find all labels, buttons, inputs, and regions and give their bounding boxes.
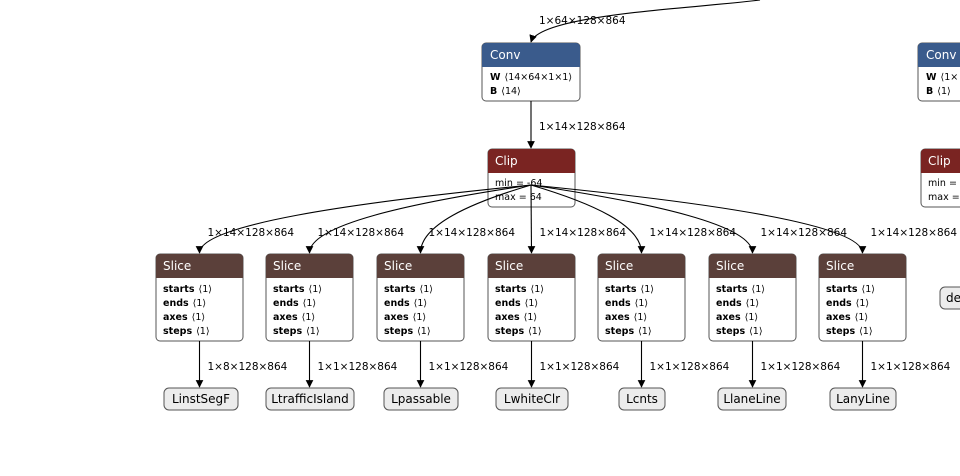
slice-attr-starts: starts⟨1⟩	[384, 284, 433, 295]
output-label: LanyLine	[836, 392, 890, 406]
slice-attr-starts: starts⟨1⟩	[826, 284, 875, 295]
output-node[interactable]: Lcnts	[618, 387, 666, 411]
edge-clip-to-slice	[195, 184, 532, 254]
edge-label-clip-slice: 1×14×128×864	[540, 227, 627, 239]
slice-attr-ends: ends⟨1⟩	[384, 298, 427, 309]
edge-label-input-conv: 1×64×128×864	[539, 15, 626, 27]
edge-label-clip-slice: 1×14×128×864	[318, 227, 405, 239]
conv-title: Conv	[490, 48, 520, 62]
slice-attr-axes: axes⟨1⟩	[273, 312, 315, 323]
slice-node[interactable]: Slice starts⟨1⟩ ends⟨1⟩ axes⟨1⟩ steps⟨1⟩	[155, 253, 244, 342]
slice-attr-axes: axes⟨1⟩	[716, 312, 758, 323]
output-node[interactable]: LwhiteClr	[495, 387, 569, 411]
edge-label-conv-clip: 1×14×128×864	[539, 121, 626, 133]
slice-title: Slice	[384, 259, 412, 273]
edge-clip-to-slice	[530, 184, 867, 254]
slice-attr-axes: axes⟨1⟩	[826, 312, 868, 323]
slice-attr-ends: ends⟨1⟩	[605, 298, 648, 309]
slice-title: Slice	[826, 259, 854, 273]
slice-attr-ends: ends⟨1⟩	[826, 298, 869, 309]
slice-attr-steps: steps⟨1⟩	[826, 326, 873, 337]
slice-title: Slice	[605, 259, 633, 273]
edge-label-slice-output: 1×1×128×864	[429, 361, 509, 373]
slice-node[interactable]: Slice starts⟨1⟩ ends⟨1⟩ axes⟨1⟩ steps⟨1⟩	[376, 253, 465, 342]
edge-label-slice-output: 1×1×128×864	[540, 361, 620, 373]
slice-attr-ends: ends⟨1⟩	[495, 298, 538, 309]
edge-clip-to-slice	[527, 184, 536, 254]
slice-attr-steps: steps⟨1⟩	[273, 326, 320, 337]
edge-label-slice-output: 1×1×128×864	[761, 361, 841, 373]
edge-clip-to-slice	[305, 184, 532, 254]
output-label: Lpassable	[391, 392, 451, 406]
right-partial-clip-node[interactable]: Clip min = 0 max = 2	[920, 148, 960, 208]
clip-title: Clip	[495, 154, 518, 168]
slice-attr-axes: axes⟨1⟩	[495, 312, 537, 323]
output-node[interactable]: LtrafficIsland	[265, 387, 355, 411]
right-conv-title: Conv	[926, 48, 956, 62]
edge-label-clip-slice: 1×14×128×864	[871, 227, 958, 239]
right-clip-attr-min: min = 0	[928, 178, 960, 189]
edge-clip-to-slice	[530, 184, 757, 254]
output-node[interactable]: LanyLine	[829, 387, 897, 411]
slice-attr-ends: ends⟨1⟩	[716, 298, 759, 309]
edge-label-slice-output: 1×1×128×864	[650, 361, 730, 373]
edge-label-clip-slice: 1×14×128×864	[208, 227, 295, 239]
slice-attr-ends: ends⟨1⟩	[163, 298, 206, 309]
right-partial-output-node[interactable]: de	[939, 286, 960, 310]
slice-title: Slice	[716, 259, 744, 273]
slice-attr-starts: starts⟨1⟩	[495, 284, 544, 295]
slice-attr-steps: steps⟨1⟩	[605, 326, 652, 337]
conv-node[interactable]: Conv W⟨14×64×1×1⟩ B⟨14⟩	[481, 42, 581, 102]
slice-attr-ends: ends⟨1⟩	[273, 298, 316, 309]
right-clip-title: Clip	[928, 154, 951, 168]
clip-node[interactable]: Clip min = -64 max = 64	[487, 148, 576, 208]
conv-attr-w: W⟨14×64×1×1⟩	[490, 72, 572, 83]
slice-title: Slice	[273, 259, 301, 273]
edge-clip-to-slice	[530, 184, 646, 254]
edge-label-clip-slice: 1×14×128×864	[650, 227, 737, 239]
slice-attr-starts: starts⟨1⟩	[273, 284, 322, 295]
edge-label-slice-output: 1×1×128×864	[318, 361, 398, 373]
edge-label-slice-output: 1×8×128×864	[208, 361, 288, 373]
output-label: LtrafficIsland	[271, 392, 349, 406]
slice-attr-starts: starts⟨1⟩	[163, 284, 212, 295]
slice-attr-axes: axes⟨1⟩	[605, 312, 647, 323]
right-clip-attr-max: max = 2	[928, 192, 960, 203]
slice-attr-steps: steps⟨1⟩	[716, 326, 763, 337]
slice-node[interactable]: Slice starts⟨1⟩ ends⟨1⟩ axes⟨1⟩ steps⟨1⟩	[487, 253, 576, 342]
edge-label-clip-slice: 1×14×128×864	[429, 227, 516, 239]
edge-input-to-conv	[529, 0, 761, 43]
slice-title: Slice	[163, 259, 191, 273]
output-label: Lcnts	[626, 392, 658, 406]
output-label: LinstSegF	[172, 392, 230, 406]
right-partial-conv-node[interactable]: Conv W⟨1× B⟨1⟩	[917, 42, 960, 102]
output-label: LwhiteClr	[504, 392, 560, 406]
slice-attr-axes: axes⟨1⟩	[384, 312, 426, 323]
slice-node[interactable]: Slice starts⟨1⟩ ends⟨1⟩ axes⟨1⟩ steps⟨1⟩	[818, 253, 907, 342]
slice-node[interactable]: Slice starts⟨1⟩ ends⟨1⟩ axes⟨1⟩ steps⟨1⟩	[265, 253, 354, 342]
output-node[interactable]: Lpassable	[383, 387, 459, 411]
right-conv-attr-b: B⟨1⟩	[926, 86, 951, 97]
clip-attr-min: min = -64	[495, 178, 542, 189]
clip-attr-max: max = 64	[495, 192, 542, 203]
output-node[interactable]: LinstSegF	[163, 387, 239, 411]
slice-node[interactable]: Slice starts⟨1⟩ ends⟨1⟩ axes⟨1⟩ steps⟨1⟩	[597, 253, 686, 342]
slice-attr-steps: steps⟨1⟩	[495, 326, 542, 337]
slice-attr-starts: starts⟨1⟩	[605, 284, 654, 295]
slice-title: Slice	[495, 259, 523, 273]
slice-attr-steps: steps⟨1⟩	[163, 326, 210, 337]
slice-node[interactable]: Slice starts⟨1⟩ ends⟨1⟩ axes⟨1⟩ steps⟨1⟩	[708, 253, 797, 342]
edge-label-slice-output: 1×1×128×864	[871, 361, 951, 373]
output-node[interactable]: LlaneLine	[717, 387, 787, 411]
slice-attr-steps: steps⟨1⟩	[384, 326, 431, 337]
right-conv-attr-w: W⟨1×	[926, 72, 958, 83]
slice-attr-axes: axes⟨1⟩	[163, 312, 205, 323]
right-output-label: de	[946, 291, 960, 305]
conv-attr-b: B⟨14⟩	[490, 86, 521, 97]
slice-attr-starts: starts⟨1⟩	[716, 284, 765, 295]
edge-clip-to-slice	[416, 184, 532, 254]
output-label: LlaneLine	[723, 392, 780, 406]
